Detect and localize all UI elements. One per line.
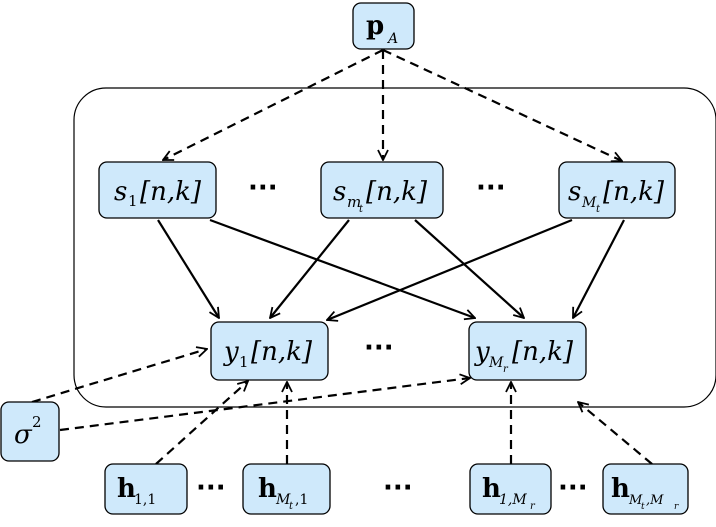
- node-y1-sub: 1: [239, 353, 249, 371]
- edge-pA-sMt: [382, 49, 622, 161]
- node-pA[interactable]: p A: [352, 2, 415, 50]
- node-sigma-label: σ: [14, 420, 33, 450]
- node-sigma[interactable]: σ 2: [0, 401, 60, 462]
- node-h1Mr[interactable]: h 1,M r: [469, 463, 552, 515]
- edge-sigma-yMr: [59, 378, 470, 432]
- node-hMtMr-box: [602, 463, 689, 515]
- edge-sMt-yMr: [572, 219, 625, 318]
- node-sMt-arg: [n,k]: [603, 177, 665, 207]
- node-h11[interactable]: h 1,1: [104, 463, 188, 515]
- node-hMtMr-sub: M: [628, 493, 643, 508]
- edge-smt-y1: [270, 219, 350, 318]
- node-sigma-sup: 2: [32, 413, 42, 431]
- node-smt-subsub: t: [359, 204, 364, 215]
- node-hMtMr-subsub2: r: [674, 502, 679, 512]
- edge-sigma-y1: [31, 349, 207, 404]
- node-yMr-subsub: r: [503, 364, 509, 375]
- node-yMr[interactable]: y M r [n,k]: [468, 321, 587, 381]
- node-y1-arg: [n,k]: [251, 337, 313, 367]
- node-hMt1[interactable]: h M t ,1: [242, 463, 331, 515]
- node-hMtMr[interactable]: h M t ,M r: [602, 463, 689, 515]
- node-sigma-box: [0, 401, 60, 462]
- node-y1-box: [210, 321, 329, 381]
- node-hMt1-sub2: ,1: [295, 492, 308, 508]
- node-pA-box: [352, 2, 415, 50]
- node-smt-arg: [n,k]: [366, 177, 428, 207]
- node-h11-sub: 1,1: [134, 492, 156, 508]
- node-yMr-arg: [n,k]: [512, 337, 574, 367]
- ellipsis-h-middle: ···: [383, 473, 413, 503]
- edge-hMtMr-yMr: [578, 402, 653, 465]
- node-pA-label: p: [366, 11, 384, 41]
- edge-s1-yMr: [209, 218, 475, 318]
- node-y1[interactable]: y 1 [n,k]: [210, 321, 329, 381]
- node-s1-label: s: [114, 177, 127, 207]
- edge-pA-s1: [163, 49, 384, 161]
- node-h1Mr-subsub: r: [530, 501, 536, 512]
- node-sMt-subsub: t: [596, 204, 601, 215]
- node-smt-label: s: [333, 177, 346, 207]
- node-hMt1-label: h: [258, 474, 277, 504]
- node-hMtMr-subsub: t: [641, 502, 645, 512]
- node-sMt[interactable]: s M t [n,k]: [558, 161, 676, 219]
- node-hMt1-box: [242, 463, 331, 515]
- node-s1-box: [98, 161, 217, 219]
- edge-h11-y1: [155, 381, 248, 465]
- node-y1-label: y: [223, 337, 239, 367]
- node-sMt-sub: M: [581, 195, 597, 211]
- node-sMt-box: [558, 161, 676, 219]
- edge-sMt-y1: [327, 218, 573, 320]
- node-hMtMr-sub2: ,M: [646, 493, 664, 508]
- ellipsis-s-left: ···: [248, 173, 278, 203]
- node-yMr-sub: M: [488, 355, 504, 371]
- node-smt[interactable]: s m t [n,k]: [320, 161, 444, 219]
- node-yMr-box: [468, 321, 587, 381]
- ellipsis-y: ···: [364, 333, 394, 363]
- node-smt-box: [320, 161, 444, 219]
- node-s1-arg: [n,k]: [140, 177, 202, 207]
- edge-smt-yMr: [414, 219, 524, 318]
- node-hMtMr-label: h: [611, 474, 630, 504]
- edge-s1-y1: [157, 219, 219, 318]
- node-h11-label: h: [117, 474, 136, 504]
- node-s1[interactable]: s 1 [n,k]: [98, 161, 217, 219]
- ellipsis-h-right: ···: [558, 473, 588, 503]
- node-h1Mr-label: h: [482, 474, 501, 504]
- node-h11-box: [104, 463, 188, 515]
- node-sMt-label: s: [568, 177, 581, 207]
- node-hMt1-subsub: t: [289, 501, 294, 512]
- node-s1-sub: 1: [128, 192, 138, 210]
- node-h1Mr-box: [469, 463, 552, 515]
- node-smt-sub: m: [347, 193, 361, 211]
- node-pA-sub: A: [386, 31, 398, 47]
- edges: [31, 49, 653, 465]
- ellipsis-h-left: ···: [196, 473, 226, 503]
- node-h1Mr-sub: 1,M: [499, 492, 527, 508]
- plate-box: [73, 87, 716, 408]
- node-hMt1-sub: M: [275, 492, 291, 508]
- ellipsis-s-right: ···: [476, 173, 506, 203]
- node-yMr-label: y: [474, 337, 490, 367]
